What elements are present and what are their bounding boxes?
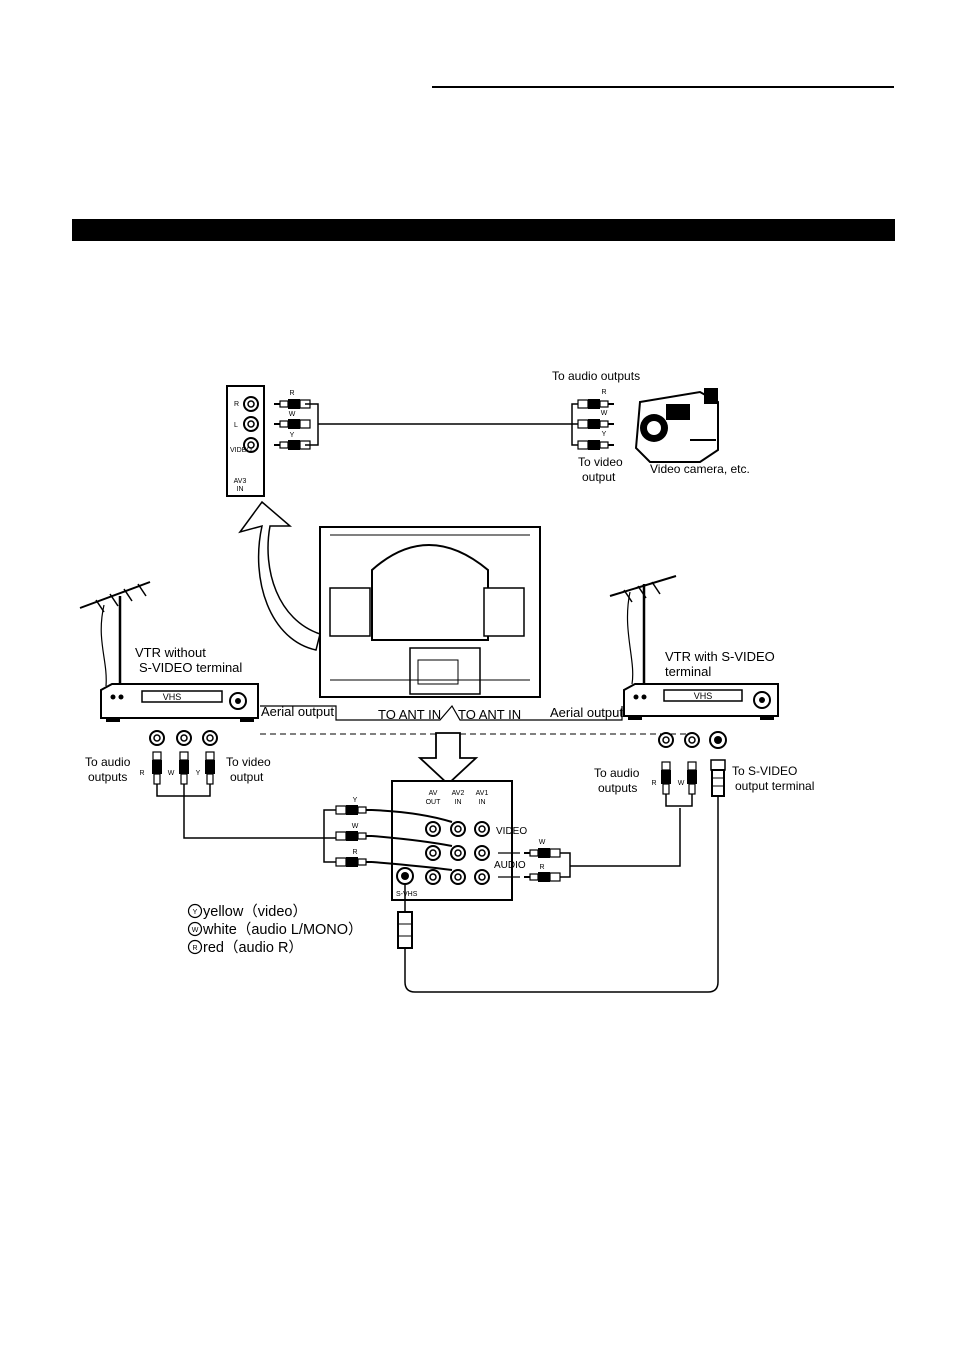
vtr-right-label-2: terminal	[665, 664, 711, 679]
vtr-right-label-1: VTR with S-VIDEO	[665, 649, 775, 664]
av2-mark-y: Y	[353, 797, 358, 804]
legend-text-2: white（audio L/MONO）	[202, 921, 363, 938]
vtr-left-label-2: S-VIDEO terminal	[139, 660, 242, 675]
left-mark-r: R	[139, 770, 144, 777]
cam-mark-w: W	[601, 410, 608, 417]
av1-in-label-2: IN	[479, 799, 486, 806]
legend-text-1: yellow（video）	[203, 903, 307, 920]
av3-plugs: R W Y	[273, 390, 319, 451]
right-audio-label-2: outputs	[598, 781, 637, 795]
left-video-label-1: To video	[226, 755, 271, 769]
cam-mark-y: Y	[602, 431, 607, 438]
right-mark-r: R	[651, 780, 656, 787]
right-svideo-label-2: output terminal	[735, 779, 814, 793]
left-audio-label-1: To audio	[85, 755, 131, 769]
vtr-left-icon	[100, 683, 259, 722]
section-title-bar	[72, 219, 895, 241]
camera-video-label-1: To video	[578, 455, 623, 469]
right-audio-label-1: To audio	[594, 766, 640, 780]
av1-in-label-1: AV1	[476, 790, 489, 797]
svideo-cable	[397, 796, 719, 993]
color-legend: Y yellow（video） W white（audio L/MONO） R …	[187, 903, 363, 956]
camera-video-label-2: output	[582, 470, 616, 484]
video-row-label: VIDEO	[496, 826, 527, 837]
plug-mark-w: W	[289, 411, 296, 418]
av3-in-label: IN	[237, 486, 244, 493]
left-vtr-plugs: R W Y	[139, 751, 336, 839]
zoom-arrow	[417, 732, 479, 786]
right-vtr-plugs: R W	[651, 759, 726, 807]
left-audio-label-2: outputs	[88, 770, 127, 784]
header-rule	[432, 86, 894, 88]
legend-text-3: red（audio R）	[203, 939, 303, 956]
legend-mark-3: R	[192, 945, 197, 952]
right-svideo-label-1: To S-VIDEO	[732, 764, 797, 778]
av2-in-label-2: IN	[455, 799, 462, 806]
av2-mark-w: W	[352, 823, 359, 830]
av3-label: AV3	[234, 478, 247, 485]
right-mark-w: W	[678, 780, 685, 787]
vtr-left-label-1: VTR without	[135, 645, 206, 660]
panel-label-l: L	[234, 422, 238, 429]
ant-in-left: TO ANT IN	[378, 707, 441, 722]
left-video-label-2: output	[230, 770, 264, 784]
left-mark-w: W	[168, 770, 175, 777]
av1-mark-r: R	[539, 864, 544, 871]
aerial-output-right: Aerial output	[550, 705, 623, 720]
panel-label-video: VIDEO	[230, 447, 252, 454]
cam-mark-r: R	[601, 389, 606, 396]
vhs-label-left: VHS	[163, 692, 182, 702]
camera-label: Video camera, etc.	[650, 462, 750, 476]
tv-rear	[319, 526, 541, 698]
av2-plugs: Y W R	[323, 797, 453, 871]
ant-in-right: TO ANT IN	[458, 707, 521, 722]
svhs-label: S-VHS	[396, 891, 418, 898]
av-out-label-1: AV	[429, 790, 438, 797]
camera-plugs: R W Y	[571, 389, 615, 451]
left-vtr-jacks	[149, 730, 218, 746]
av2-in-label-1: AV2	[452, 790, 465, 797]
video-camera-icon	[634, 388, 719, 463]
curved-arrow	[238, 500, 321, 651]
panel-label-r: R	[234, 401, 239, 408]
aerial-cable	[260, 704, 623, 721]
vtr-right-icon	[623, 683, 779, 720]
av-out-label-2: OUT	[426, 799, 442, 806]
vhs-label-right: VHS	[694, 691, 713, 701]
antenna-left-icon	[79, 581, 151, 687]
legend-mark-1: Y	[193, 909, 198, 916]
plug-mark-r: R	[289, 390, 294, 397]
av1-plugs: W R	[498, 808, 681, 883]
left-mark-y: Y	[196, 770, 201, 777]
aerial-output-left: Aerial output	[261, 704, 334, 719]
right-vtr-jacks	[658, 731, 727, 749]
av2-mark-r: R	[352, 849, 357, 856]
plug-mark-y: Y	[290, 432, 295, 439]
camera-audio-label: To audio outputs	[552, 369, 640, 383]
av3-input-panel: R L VIDEO AV3 IN	[226, 385, 265, 497]
audio-row-label: AUDIO	[494, 860, 526, 871]
legend-mark-2: W	[192, 927, 199, 934]
av1-mark-w: W	[539, 839, 546, 846]
antenna-right-icon	[609, 575, 677, 685]
